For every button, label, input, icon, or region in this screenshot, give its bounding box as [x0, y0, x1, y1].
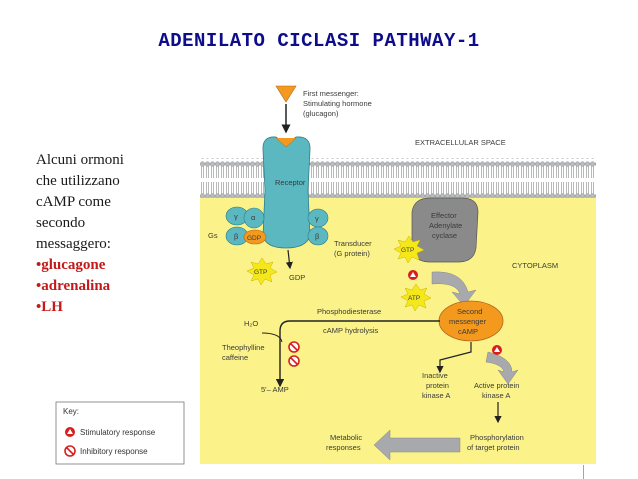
bound-hormone-icon [275, 137, 297, 148]
first-messenger-label: First messenger: [303, 89, 359, 98]
intro-line: che utilizzano [36, 173, 120, 189]
camp-hydrolysis-label: cAMP hydrolysis [323, 326, 379, 335]
inactive-pk-label: Inactive [422, 371, 448, 380]
phosphodiesterase-label: Phosphodiesterase [317, 307, 381, 316]
first-messenger-label: (glucagon) [303, 109, 339, 118]
key-inhibitory: Inhibitory response [80, 447, 148, 456]
page-title: ADENILATO CICLASI PATHWAY-1 [158, 30, 480, 52]
hormone-triangle-icon [275, 85, 297, 103]
inactive-pk-label: kinase A [422, 391, 450, 400]
activation-arrow [485, 351, 519, 385]
intro-text: Alcuni ormoni che utilizzano cAMP come s… [36, 150, 166, 318]
gtp-burst-icon [393, 235, 425, 264]
second-messenger-label: messenger [449, 317, 487, 326]
gdp-bound-label: GDP [247, 235, 261, 242]
hydrolysis-arrow [275, 320, 440, 388]
extracellular-label: EXTRACELLULAR SPACE [415, 138, 506, 147]
active-pk-label: kinase A [482, 391, 510, 400]
gtp-label: GTP [401, 247, 414, 254]
receptor-label: Receptor [275, 178, 306, 187]
conversion-arrow [431, 271, 477, 307]
hormone-adrenalina: •adrenalina [36, 278, 111, 294]
phosphorylation-label: Phosphorylation [470, 433, 524, 442]
hormone-glucagone: •glucagone [36, 257, 106, 273]
gdp-out-label: GDP [289, 273, 305, 282]
second-messenger-label: Second [457, 307, 482, 316]
beta-label: β [234, 232, 239, 241]
beta-label: β [315, 232, 320, 241]
alpha-label: α [251, 213, 256, 222]
intro-line: messaggero: [36, 236, 111, 252]
cell-membrane [200, 158, 596, 198]
key-box [55, 401, 185, 465]
water-label: H₂O [244, 319, 258, 328]
metabolic-label: Metabolic [330, 433, 362, 442]
camp-to-pka-arrow [436, 342, 472, 374]
gdp-bound [243, 229, 267, 245]
hormone-lh: •LH [36, 299, 63, 315]
stimulatory-arrow-icon [410, 272, 416, 277]
inhibitory-icon [288, 355, 300, 367]
gdp-release-arrow [285, 249, 293, 270]
effector-label: Adenylate [429, 221, 462, 230]
gs-label: Gs [208, 231, 218, 240]
second-messenger-label: cAMP [458, 327, 478, 336]
theophylline-label: caffeine [222, 353, 248, 362]
slide-divider [583, 465, 584, 479]
response-arrow [373, 429, 461, 461]
intro-line: cAMP come [36, 194, 111, 210]
cytoplasm-label: CYTOPLASM [512, 261, 558, 270]
active-pk-label: Active protein [474, 381, 519, 390]
effector-label: Effector [431, 211, 457, 220]
amp-label: 5'– AMP [261, 385, 289, 394]
theophylline-label: Theophylline [222, 343, 265, 352]
intro-line: secondo [36, 215, 86, 231]
transducer-label: Transducer [334, 239, 372, 248]
stimulatory-arrow-icon [494, 347, 500, 352]
transducer-label: (G protein) [334, 249, 370, 258]
receptor-protein [262, 136, 311, 249]
g-beta-subunit-right [307, 226, 329, 246]
gamma-label: γ [234, 212, 238, 221]
water-arrow [261, 332, 283, 343]
first-messenger-label: Stimulating hormone [303, 99, 372, 108]
inhibitory-icon [64, 445, 76, 457]
stimulatory-arrow-icon [67, 429, 73, 434]
atp-label: ATP [408, 295, 420, 302]
adenylate-cyclase [411, 197, 479, 263]
gamma-label: γ [315, 214, 319, 223]
gtp-burst-icon [246, 257, 278, 286]
g-alpha-subunit [243, 207, 265, 229]
gtp-label: GTP [254, 269, 267, 276]
metabolic-label: responses [326, 443, 361, 452]
key-stimulatory: Stimulatory response [80, 428, 156, 437]
atp-burst-icon [400, 283, 432, 312]
inhibitory-icon [288, 341, 300, 353]
key-title: Key: [63, 407, 79, 416]
intro-line: Alcuni ormoni [36, 152, 124, 168]
effector-label: cyclase [432, 231, 457, 240]
phosphorylation-label: of target protein [467, 443, 520, 452]
inactive-pk-label: protein [426, 381, 449, 390]
